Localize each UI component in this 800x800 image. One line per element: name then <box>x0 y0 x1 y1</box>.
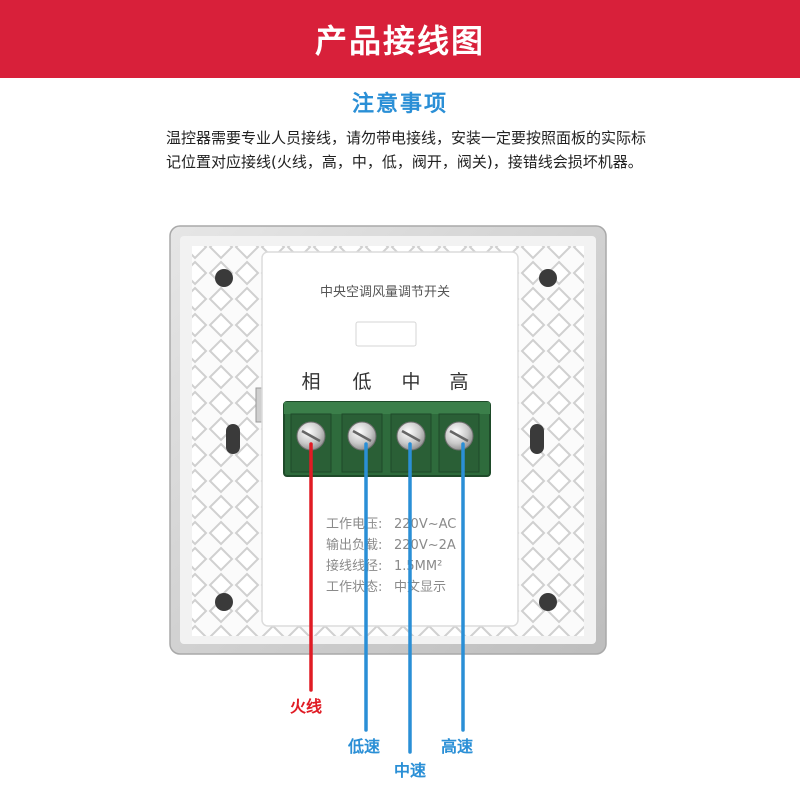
spec-value: 220V~2A <box>394 538 456 553</box>
header-banner: 产品接线图 <box>0 0 800 78</box>
side-slot <box>226 424 240 454</box>
screw-slot <box>401 429 421 443</box>
wire-label: 火线 <box>290 697 322 716</box>
wire-label: 高速 <box>441 737 473 756</box>
spec-name: 工作状态: <box>326 580 382 595</box>
screw-slot <box>352 429 372 443</box>
spec-name: 工作电压: <box>326 517 382 532</box>
notice-title: 注意事项 <box>351 92 448 117</box>
mount-hole <box>215 269 233 287</box>
terminal-label: 相 <box>301 371 320 393</box>
terminal-label: 高 <box>449 371 468 393</box>
terminal-block-top <box>284 402 490 414</box>
panel-label: 中央空调风量调节开关 <box>320 285 450 300</box>
mount-hole <box>539 269 557 287</box>
terminal-label: 中 <box>401 371 420 393</box>
side-slot <box>530 424 544 454</box>
module-window <box>355 321 417 347</box>
spec-value: 220V~AC <box>394 517 456 532</box>
page-title: 产品接线图 <box>314 22 485 60</box>
spec-value: 中文显示 <box>394 580 446 595</box>
mount-hole <box>539 593 557 611</box>
spec-name: 输出负载: <box>326 537 382 553</box>
wire-label: 低速 <box>347 737 380 756</box>
terminal-label: 低 <box>352 371 371 393</box>
spec-name: 接线线径: <box>326 558 382 574</box>
screw-slot <box>301 429 321 443</box>
mount-hole <box>215 593 233 611</box>
notice-body: 温控器需要专业人员接线，请勿带电接线，安装一定要按照面板的实际标记位置对应接线(… <box>166 129 647 171</box>
screw-slot <box>449 429 469 443</box>
spec-value: 1.5MM² <box>394 559 442 574</box>
wire-label: 中速 <box>394 761 426 780</box>
